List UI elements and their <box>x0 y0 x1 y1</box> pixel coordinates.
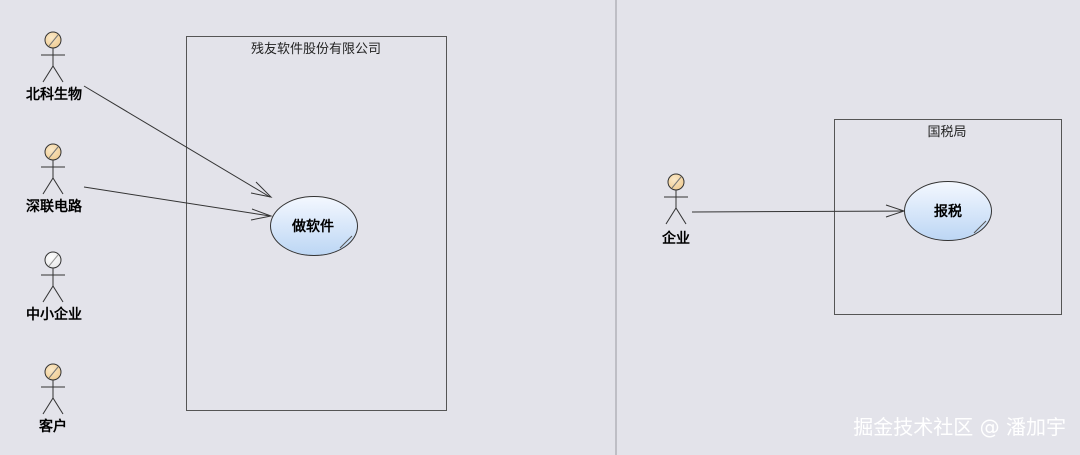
actor-shenlian[interactable]: 深联电路 <box>26 143 83 215</box>
use-case-file-tax[interactable]: 报税 <box>904 181 992 241</box>
association-arrow[interactable] <box>83 85 273 198</box>
system-boundary-left[interactable]: 残友软件股份有限公司 <box>186 36 447 411</box>
actor-figure-icon <box>41 31 65 83</box>
actor-beike[interactable]: 北科生物 <box>26 31 82 103</box>
actor-label: 企业 <box>661 230 690 247</box>
actor-figure-icon <box>41 363 65 415</box>
actor-sme[interactable]: 中小企业 <box>26 251 82 323</box>
system-title-left: 残友软件股份有限公司 <box>251 41 381 57</box>
actor-figure-icon <box>664 173 688 225</box>
use-case-label: 做软件 <box>291 218 334 235</box>
actor-label: 深联电路 <box>26 198 83 215</box>
actor-figure-icon <box>41 251 65 303</box>
actor-customer[interactable]: 客户 <box>38 363 67 435</box>
actor-figure-icon <box>41 143 65 195</box>
actor-enterprise[interactable]: 企业 <box>661 173 690 247</box>
use-case-label: 报税 <box>934 203 962 220</box>
association-arrow[interactable] <box>83 186 273 221</box>
association-arrow[interactable] <box>691 204 906 218</box>
use-case-make-software[interactable]: 做软件 <box>270 196 358 256</box>
system-boundary-right[interactable]: 国税局 <box>834 119 1062 315</box>
system-title-right: 国税局 <box>927 125 966 140</box>
watermark: 掘金技术社区 @ 潘加宇 <box>853 415 1066 439</box>
actor-label: 北科生物 <box>26 86 82 103</box>
actor-label: 中小企业 <box>26 306 82 323</box>
actor-label: 客户 <box>38 418 67 435</box>
